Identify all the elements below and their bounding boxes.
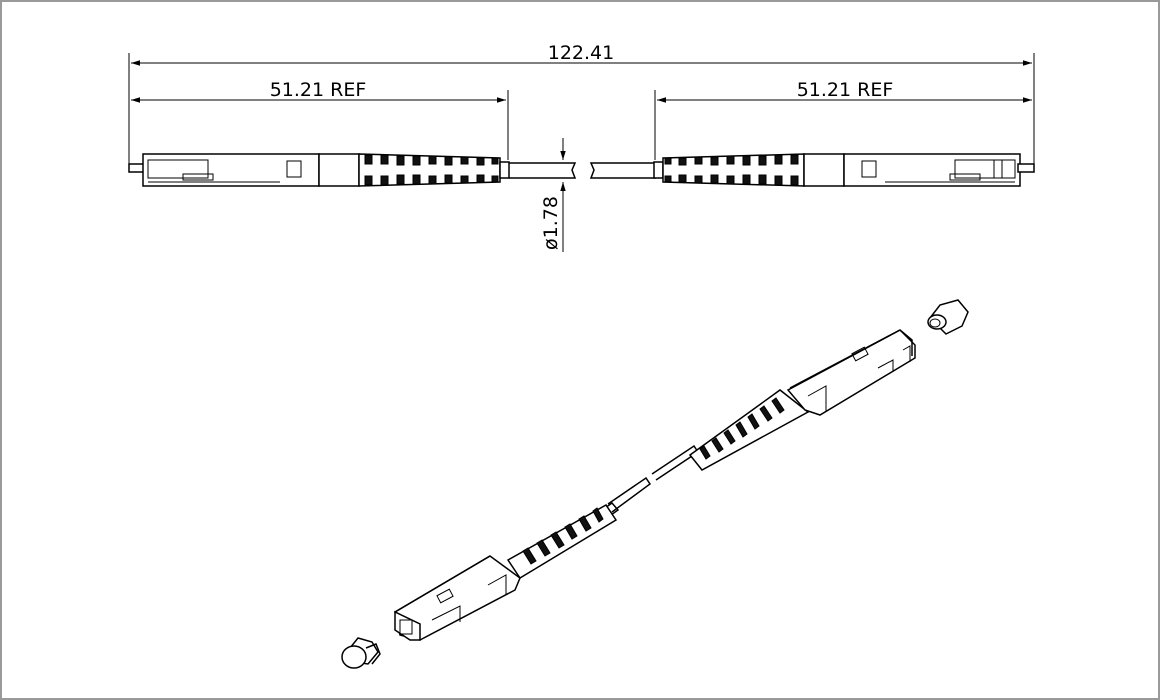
iso-lower-boot-ribs (522, 507, 604, 565)
right-connector-length-label: 51.21 REF (797, 79, 894, 101)
left-strain-relief-ribs (364, 154, 499, 186)
iso-upper-dust-cap (927, 299, 969, 335)
iso-upper-connector (688, 329, 916, 471)
iso-lower-connector (394, 504, 618, 641)
dimension-cable-diameter: ø1.78 (540, 138, 566, 252)
dimension-left-connector: 51.21 REF (131, 79, 509, 160)
iso-upper-boot-ribs (699, 397, 785, 460)
dimension-overall: 122.41 (128, 42, 1035, 170)
overall-length-label: 122.41 (548, 42, 614, 64)
iso-lower-dust-cap (341, 637, 381, 669)
side-view-right-connector (589, 153, 1035, 187)
left-connector-length-label: 51.21 REF (270, 79, 367, 101)
cable-diameter-label: ø1.78 (540, 196, 562, 250)
side-view-left-connector (128, 153, 577, 187)
right-strain-relief-ribs (664, 154, 799, 186)
dimension-right-connector: 51.21 REF (654, 79, 1032, 160)
iso-cable (597, 444, 700, 521)
